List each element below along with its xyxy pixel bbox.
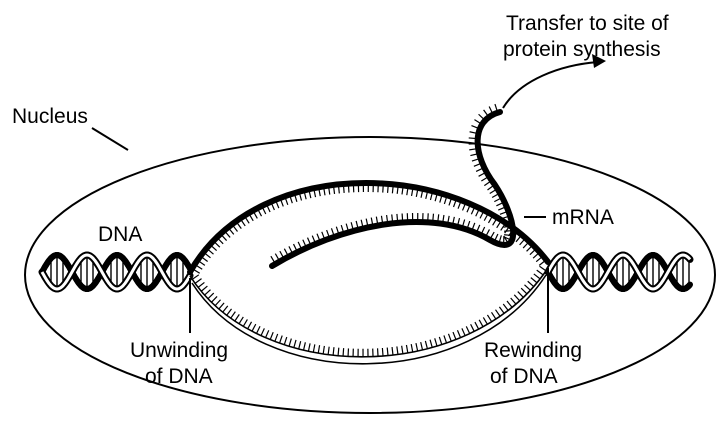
transfer-arrow: [503, 54, 606, 108]
dna-label: DNA: [98, 223, 142, 246]
unwinding-label-line2: of DNA: [145, 365, 213, 388]
transfer-label-line2: protein synthesis: [503, 38, 661, 61]
nucleus-leader-line: [92, 128, 128, 150]
mrna-label: mRNA: [552, 206, 614, 229]
rewinding-label-line2: of DNA: [490, 365, 558, 388]
nucleus-label: Nucleus: [12, 105, 88, 128]
rewinding-label-line1: Rewinding: [484, 339, 582, 362]
transfer-label-line1: Transfer to site of: [506, 12, 669, 35]
unwinding-label-line1: Unwinding: [130, 339, 228, 362]
